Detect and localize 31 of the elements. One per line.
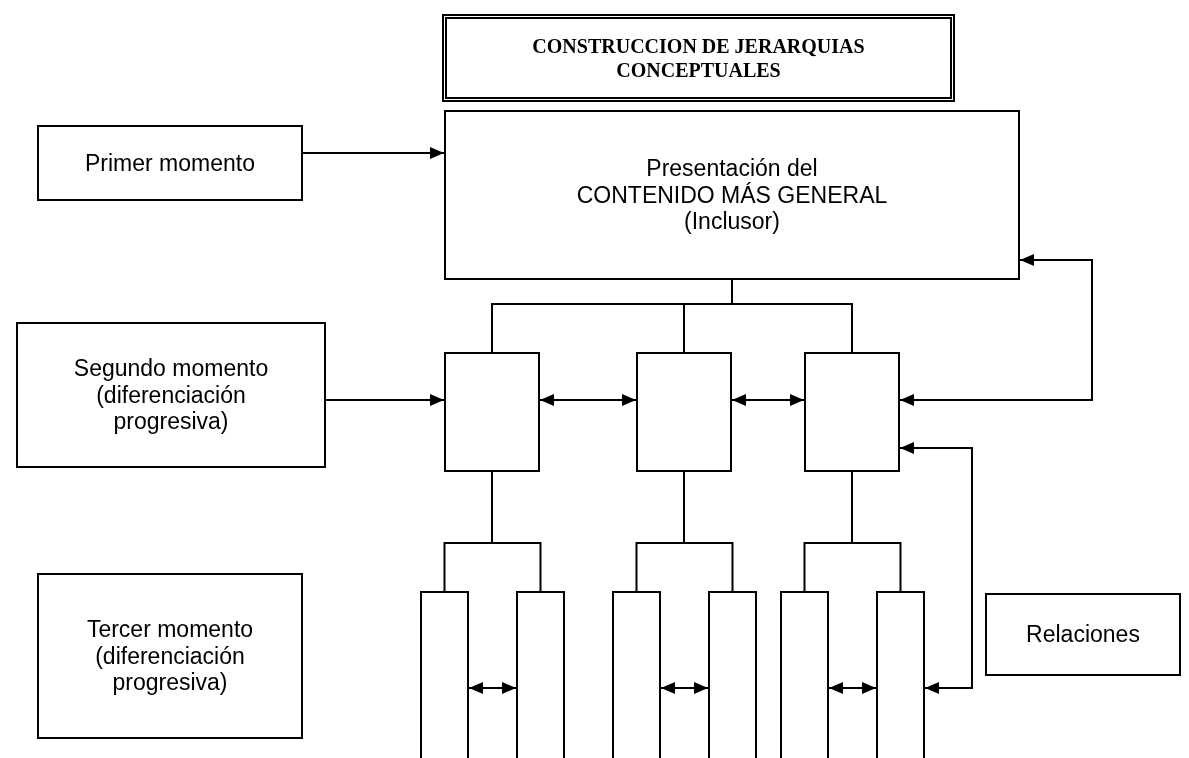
box-label: CONSTRUCCION DE JERARQUIAS CONCEPTUALES bbox=[531, 34, 866, 82]
arrow bbox=[302, 147, 445, 159]
arrow bbox=[325, 394, 445, 406]
open-bottom-box bbox=[612, 591, 661, 758]
empty-box bbox=[636, 352, 732, 472]
text-box bbox=[37, 573, 303, 739]
empty-box bbox=[444, 352, 540, 472]
connector-line bbox=[731, 279, 853, 353]
open-bottom-box bbox=[876, 591, 925, 758]
text-box bbox=[37, 125, 303, 201]
box-label: Tercer momento (diferenciación progresiva) bbox=[85, 616, 255, 696]
text-box bbox=[16, 322, 326, 468]
box-label: Segundo momento (diferenciación progresiva) bbox=[72, 355, 270, 435]
text-box bbox=[444, 110, 1020, 280]
open-bottom-box bbox=[780, 591, 829, 758]
box-label: Relaciones bbox=[1026, 621, 1140, 648]
arrow bbox=[828, 682, 877, 694]
arrow bbox=[539, 394, 637, 406]
arrow bbox=[899, 254, 1093, 406]
empty-box bbox=[804, 352, 900, 472]
box-label: Presentación del CONTENIDO MÁS GENERAL (Inclusor) bbox=[576, 155, 888, 235]
text-box bbox=[985, 593, 1181, 676]
arrow bbox=[660, 682, 709, 694]
title-box bbox=[442, 14, 955, 102]
open-bottom-box bbox=[516, 591, 565, 758]
arrow bbox=[468, 682, 517, 694]
box-label: Primer momento bbox=[85, 149, 255, 177]
arrow bbox=[899, 442, 973, 694]
open-bottom-box bbox=[420, 591, 469, 758]
open-bottom-box bbox=[708, 591, 757, 758]
arrow bbox=[731, 394, 805, 406]
